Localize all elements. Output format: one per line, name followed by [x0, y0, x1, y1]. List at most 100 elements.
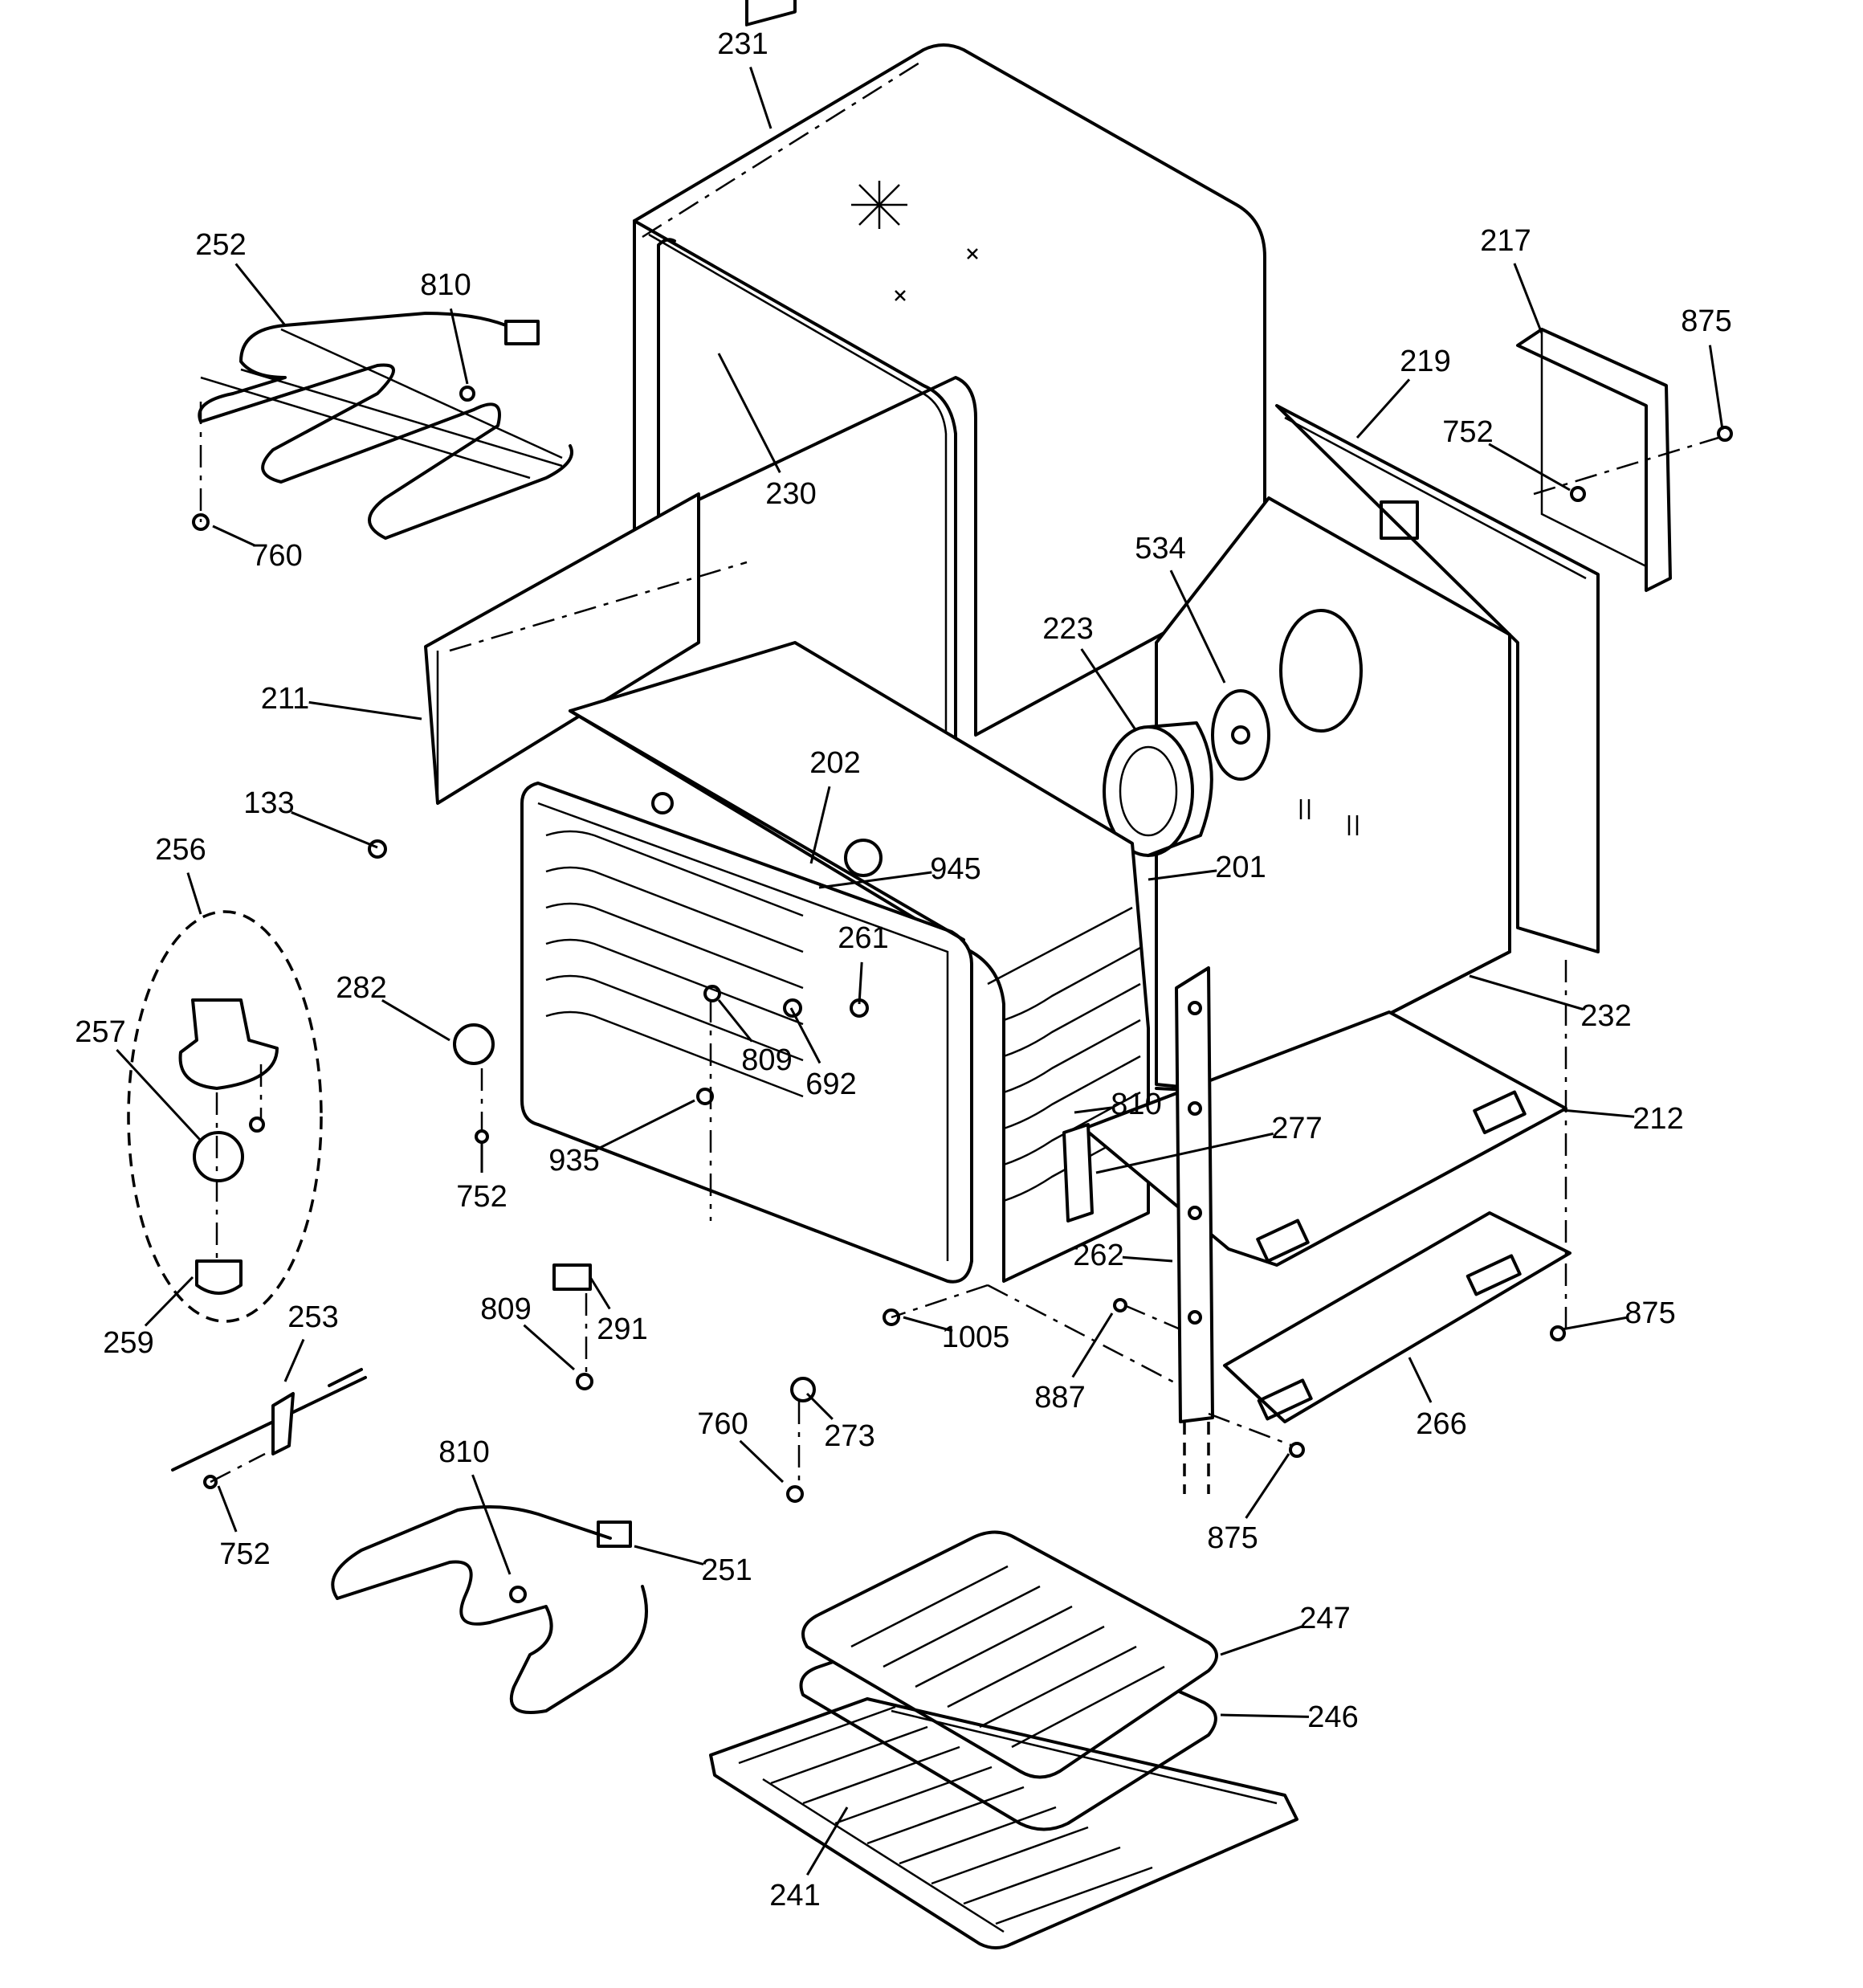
label-875b: 875: [1625, 1296, 1675, 1330]
leader-201: [1148, 869, 1217, 881]
part-241-oven-rack: [709, 1697, 1298, 1949]
label-887: 887: [1034, 1381, 1085, 1414]
leader-760a: [212, 525, 256, 547]
leader-810b: [1074, 1106, 1113, 1114]
leader-282: [381, 999, 450, 1042]
label-201: 201: [1215, 851, 1266, 884]
label-241: 241: [769, 1879, 820, 1912]
leader-291: [589, 1276, 611, 1310]
label-534: 534: [1135, 532, 1185, 565]
leader-1005: [903, 1316, 953, 1333]
part-217-rear-vent-cover: [1516, 328, 1672, 592]
label-277: 277: [1271, 1112, 1322, 1145]
label-247: 247: [1299, 1602, 1350, 1635]
label-256: 256: [155, 833, 206, 867]
leader-692: [789, 1007, 821, 1064]
part-266-drawer-support: [1223, 1211, 1572, 1423]
part-534-fan-blade: [1211, 689, 1270, 781]
part-277-hinge-bracket: [1062, 1123, 1094, 1223]
leader-lines: [116, 67, 1724, 1876]
label-259: 259: [103, 1326, 153, 1360]
leader-223: [1080, 648, 1138, 732]
label-212: 212: [1633, 1102, 1683, 1136]
leader-262: [1122, 1255, 1173, 1263]
label-273: 273: [824, 1419, 874, 1453]
label-231: 231: [717, 27, 768, 61]
leader-241: [806, 1806, 849, 1876]
label-257: 257: [75, 1015, 125, 1049]
label-232: 232: [1580, 999, 1631, 1033]
label-217: 217: [1480, 224, 1531, 258]
label-752c: 752: [219, 1537, 270, 1571]
part-223-convection-fan-cover: [1103, 721, 1213, 857]
leader-231: [749, 67, 773, 129]
label-202: 202: [809, 746, 860, 780]
label-246: 246: [1307, 1700, 1358, 1734]
part-251-bake-element: [331, 1505, 648, 1714]
leader-232: [1469, 974, 1584, 1010]
leader-810c: [471, 1474, 512, 1575]
leader-534: [1169, 569, 1226, 684]
leader-752c: [217, 1485, 238, 1533]
label-230: 230: [765, 477, 816, 511]
label-935: 935: [548, 1144, 599, 1178]
label-760b: 760: [697, 1407, 748, 1441]
leader-202: [809, 786, 831, 864]
label-253: 253: [287, 1300, 338, 1334]
leader-875c: [1245, 1453, 1290, 1519]
label-875c: 875: [1207, 1521, 1258, 1555]
leader-752a: [1488, 443, 1571, 492]
leader-219: [1355, 378, 1411, 439]
leader-266: [1408, 1357, 1433, 1403]
label-223: 223: [1042, 612, 1093, 646]
label-810b: 810: [1111, 1088, 1161, 1121]
label-810a: 810: [420, 268, 471, 302]
leader-261: [858, 961, 863, 1005]
leader-253: [283, 1338, 305, 1382]
label-692: 692: [805, 1067, 856, 1101]
part-262-side-rail: [1175, 966, 1214, 1494]
leader-230: [717, 353, 781, 473]
fasteners: [192, 386, 1733, 1603]
leader-810a: [449, 308, 469, 385]
leader-809a: [717, 999, 753, 1043]
leader-809b: [523, 1324, 575, 1371]
leader-256: [186, 872, 202, 915]
leader-875b: [1561, 1316, 1627, 1331]
part-201-oven-liner: [520, 641, 1150, 1284]
leader-259: [144, 1276, 194, 1327]
leader-760b: [739, 1439, 785, 1484]
leader-945: [818, 871, 932, 889]
label-752b: 752: [456, 1180, 507, 1214]
label-809b: 809: [480, 1292, 531, 1326]
label-133: 133: [243, 786, 294, 820]
label-1005: 1005: [942, 1321, 1010, 1354]
label-261: 261: [838, 921, 888, 955]
leader-887: [1071, 1312, 1114, 1378]
alignment-lines: [199, 402, 1719, 1486]
part-231-outer-wrapper: [633, 0, 1266, 747]
leader-252: [234, 263, 287, 326]
label-219: 219: [1400, 345, 1450, 378]
leader-133: [291, 810, 378, 849]
label-760a: 760: [251, 539, 302, 573]
leader-875a: [1708, 345, 1724, 431]
label-752a: 752: [1442, 415, 1493, 449]
part-252-broil-element: [198, 312, 573, 540]
label-291: 291: [597, 1312, 647, 1346]
label-252: 252: [195, 228, 246, 262]
leader-273: [805, 1392, 834, 1420]
label-251: 251: [701, 1553, 752, 1587]
part-232-oven-body-shell: [1155, 496, 1511, 1094]
part-256-light-assembly: [127, 910, 323, 1323]
leader-211: [308, 700, 422, 720]
leader-246: [1220, 1713, 1310, 1718]
part-247-broiler-pan-insert: [801, 1530, 1218, 1779]
leader-251: [634, 1545, 704, 1565]
leader-935: [595, 1099, 695, 1151]
label-809a: 809: [741, 1043, 792, 1077]
label-945: 945: [930, 852, 980, 886]
part-219-rear-panel: [1275, 404, 1600, 953]
part-211-side-panel: [424, 492, 748, 805]
